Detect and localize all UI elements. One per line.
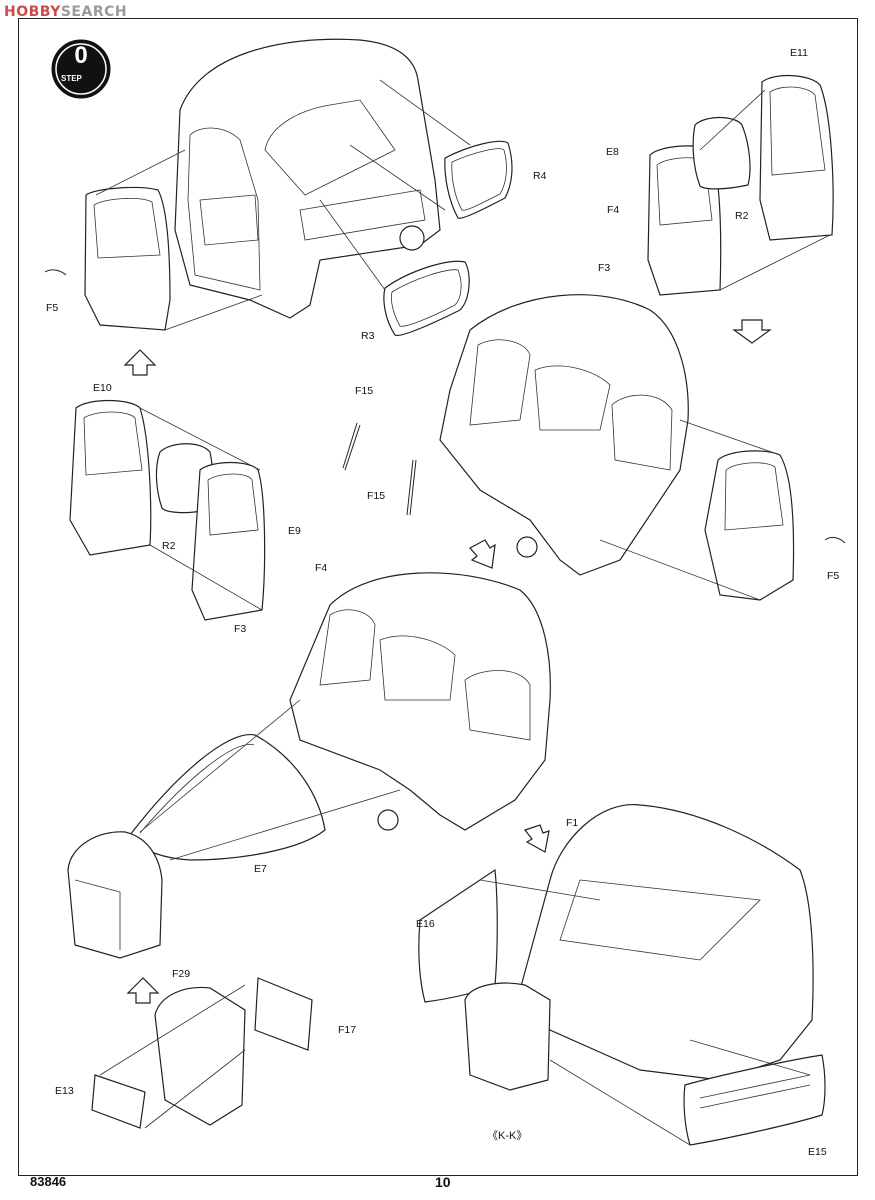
step-badge-ring [56,44,106,94]
part-label-f5-right: F5 [827,570,840,582]
part-label-r2-top: R2 [735,210,749,222]
door-set-top-right [648,76,833,295]
page-number: 10 [435,1174,451,1190]
part-label-e8: E8 [606,146,619,158]
step-badge: 0 STEP [52,40,110,98]
step-number: 0 [74,42,88,69]
watermark: HOBBYSEARCH [4,4,127,20]
part-label-f29: F29 [172,968,191,980]
door-set-mid-left [70,401,265,621]
grille-left [68,832,162,958]
part-label-f15-upper: F15 [355,385,374,397]
wipers-f15 [343,423,416,515]
part-label-e11: E11 [790,47,808,59]
arrow-up-lower-left [128,978,158,1003]
grille-parts-lower-left [92,978,312,1128]
step-label: STEP [61,74,82,83]
part-label-f4-mid: F4 [315,562,328,574]
cab-center-lower [130,573,550,860]
cab-top-center [175,39,440,318]
page-frame [18,18,858,1176]
arrow-up-left [125,350,155,375]
part-label-f17: F17 [338,1024,357,1036]
arrow-down-center [470,540,495,568]
part-label-f3-top: F3 [598,262,611,274]
part-label-r3: R3 [361,330,375,342]
part-label-f4-top: F4 [607,204,620,216]
watermark-accent: HOBBY [4,4,61,20]
door-right-mid [705,451,845,600]
step-badge-circle [52,40,110,98]
part-label-e15: E15 [808,1146,827,1158]
rear-window-r4 [445,141,512,218]
footer-code: 83846 [30,1174,67,1189]
part-label-r4: R4 [533,170,547,182]
part-label-e10: E10 [93,382,112,394]
view-caption: 《K-K》 [487,1130,528,1142]
part-label-e7: E7 [254,863,267,875]
watermark-rest: SEARCH [60,4,128,20]
door-left-top [45,188,170,330]
arrow-down-right [734,320,770,343]
part-label-f15-lower: F15 [367,490,386,502]
part-label-e16: E16 [416,918,435,930]
cab-middle-right [440,295,688,575]
part-label-r2-mid: R2 [162,540,176,552]
chassis-lower-right [419,805,825,1145]
leader-lines [96,80,830,1145]
part-label-f1: F1 [566,817,579,829]
part-label-e13: E13 [55,1085,74,1097]
windshield-r3 [384,261,469,335]
part-label-f3-mid: F3 [234,623,247,635]
arrow-down-lower [525,825,549,852]
part-label-e9: E9 [288,525,301,537]
part-label-f5-left: F5 [46,302,59,314]
